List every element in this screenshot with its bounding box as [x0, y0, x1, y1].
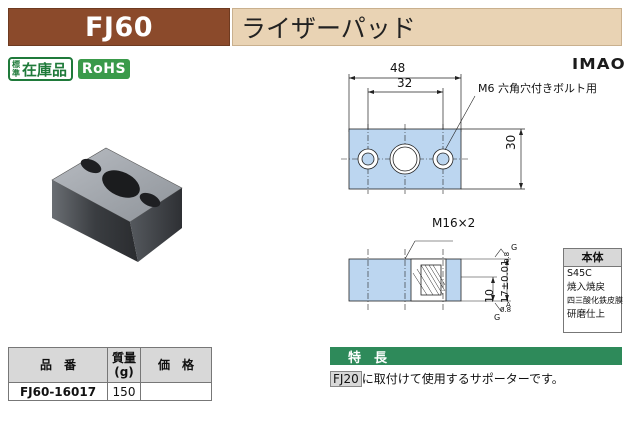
material-line: S45C — [567, 268, 592, 279]
cell-part-number: FJ60-16017 — [8, 382, 108, 401]
material-line: 四三酸化鉄皮膜 — [567, 296, 623, 305]
material-line: 焼入焼戻 — [567, 281, 606, 293]
roughness-2: 0.8 — [500, 306, 512, 314]
product-title-header: ライザーパッド — [232, 8, 622, 46]
dim-17: 17±0.01 — [500, 259, 511, 303]
cell-price — [140, 382, 212, 401]
features-header: 特 長 — [330, 347, 622, 366]
dim-32: 32 — [397, 76, 413, 90]
roughness-1: 0.8 — [503, 251, 511, 263]
dim-10: 10 — [483, 289, 496, 303]
product-title: ライザーパッド — [241, 14, 416, 43]
table-row: FJ60-16017 150 — [8, 382, 212, 401]
datum-g2: G — [494, 313, 501, 322]
standard-stock-badge: 標 準 在庫品 — [8, 57, 74, 81]
header-mass: 質量 (g) — [107, 347, 141, 383]
product-3d-image — [51, 147, 183, 262]
header-price: 価 格 — [140, 347, 212, 383]
imao-logo: IMAO — [572, 55, 626, 73]
material-line: 研磨仕上 — [567, 308, 606, 320]
table-header-row: 品 番 質量 (g) 価 格 — [8, 347, 212, 383]
product-table: 品 番 質量 (g) 価 格 FJ60-16017 150 — [8, 347, 212, 401]
top-view-drawing — [341, 74, 525, 194]
cell-mass: 150 — [107, 382, 141, 401]
model-number: FJ60 — [84, 11, 154, 43]
datum-a: A — [506, 301, 511, 309]
features-title: 特 長 — [348, 350, 388, 366]
material-box: 本体 S45C 焼入焼戻 四三酸化鉄皮膜 研磨仕上 — [563, 248, 623, 333]
stock-badge-label: 在庫品 — [22, 60, 68, 79]
stock-badge-small-2: 準 — [12, 69, 20, 78]
rohs-label: RoHS — [81, 61, 127, 77]
feature-description: に取付けて使用するサポーターです。 — [361, 372, 564, 386]
dim-30: 30 — [504, 134, 518, 150]
dim-48: 48 — [390, 61, 406, 75]
model-header: FJ60 — [8, 8, 230, 46]
thread-note: M16×2 — [432, 216, 476, 230]
side-view-drawing — [348, 240, 511, 312]
datum-g1: G — [511, 243, 518, 252]
material-title: 本体 — [564, 249, 621, 267]
rohs-badge: RoHS — [78, 59, 130, 79]
header-part-number: 品 番 — [8, 347, 108, 383]
hole-note: M6 六角穴付きボルト用 — [478, 82, 597, 95]
stock-badge-small-1: 標 — [12, 60, 20, 69]
feature-model-tag: FJ20 — [330, 371, 362, 387]
